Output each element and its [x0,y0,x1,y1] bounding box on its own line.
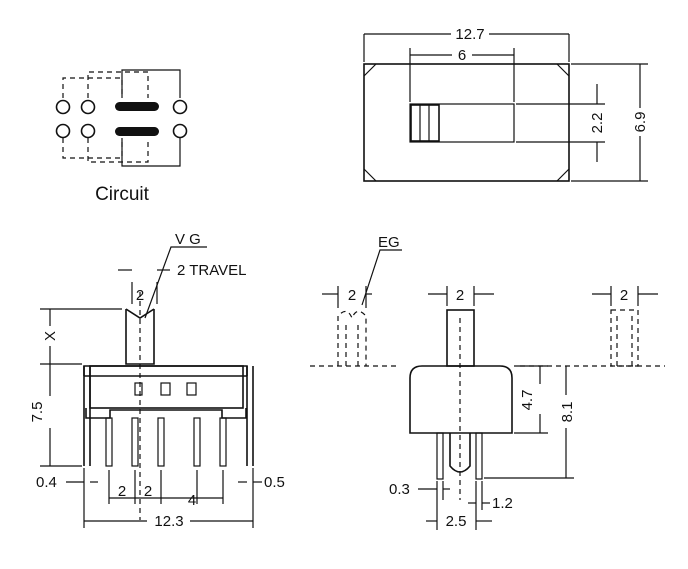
top-view: 12.7 6 2.2 6.9 [363,26,649,182]
eg-label: EG [378,234,400,251]
front-hole [160,382,171,396]
side-pin-spacing: 2.5 [446,513,467,530]
top-overall-height: 6.9 [632,112,649,133]
actuator-height: X [42,331,59,341]
side-view: 2 EG 2 2 4.7 8.1 [310,234,665,530]
front-hole [186,382,197,396]
circuit-solid-top [121,69,181,98]
eg-leader [361,249,402,306]
eg-width: 2 [348,287,356,304]
circuit-solid-bottom [121,138,181,167]
front-hole [134,382,143,396]
circuit-contact-bar [115,127,159,136]
circuit-terminal [55,123,71,139]
front-actuator-notch [125,308,155,319]
side-body [409,365,513,434]
pin-width-right: 0.5 [264,474,285,491]
side-pin [475,432,483,480]
front-leg-right [246,366,254,466]
pin-pitch-a: 2 [118,483,126,500]
front-body [89,365,244,409]
pin-spacing: 4 [188,492,196,509]
front-view: V G 2 2 TRAVEL X 7.5 0.4 0.5 [29,231,285,530]
circuit-dashed-bottom-outer [62,138,123,159]
eg-actuator-outline [337,310,367,366]
front-pin [105,417,113,467]
top-view-slot [409,103,515,143]
side-pin-width: 0.3 [389,481,410,498]
front-overall-width: 12.3 [154,513,183,530]
front-pin [193,417,201,467]
front-leg-left [83,366,91,466]
eg-actuator-inner [345,322,359,366]
travel-label: 2 TRAVEL [177,262,246,279]
circuit-terminal [80,123,96,139]
pin-width-left: 0.4 [36,474,57,491]
top-view-body [363,63,570,182]
travel-width: 2 [136,287,144,304]
circuit-terminal [172,123,188,139]
front-pin [157,417,165,467]
circuit-dashed-bottom-inner [87,138,149,163]
front-pin [219,417,227,467]
front-pin [131,417,139,467]
front-base [85,408,247,419]
actuator-width: 2 [456,287,464,304]
vg-leader [144,246,207,319]
top-overall-width: 12.7 [455,26,484,43]
front-body-top [83,365,248,376]
circuit-terminal [80,99,96,115]
top-view-corners [363,63,570,182]
top-slot-height: 2.2 [589,113,606,134]
circuit-dashed-top-outer [62,77,123,98]
circuit-dashed-top-inner [87,71,149,98]
right-dashed-actuator [610,309,639,367]
top-slot-width: 6 [458,47,466,64]
circuit-label: Circuit [95,184,150,205]
right-width: 2 [620,287,628,304]
body-height: 7.5 [29,402,46,423]
circuit-terminal [172,99,188,115]
circuit-schematic: Circuit [55,69,188,205]
side-pin [436,432,444,480]
vg-label: V G [175,231,201,248]
top-view-knob [410,104,440,142]
side-pin-length: 1.2 [492,495,513,512]
pin-pitch-b: 2 [144,483,152,500]
side-center-lead [449,433,471,473]
circuit-terminal [55,99,71,115]
side-overall-height: 8.1 [559,402,576,423]
circuit-contact-bar [115,102,159,111]
side-body-top: 4.7 [519,390,536,411]
